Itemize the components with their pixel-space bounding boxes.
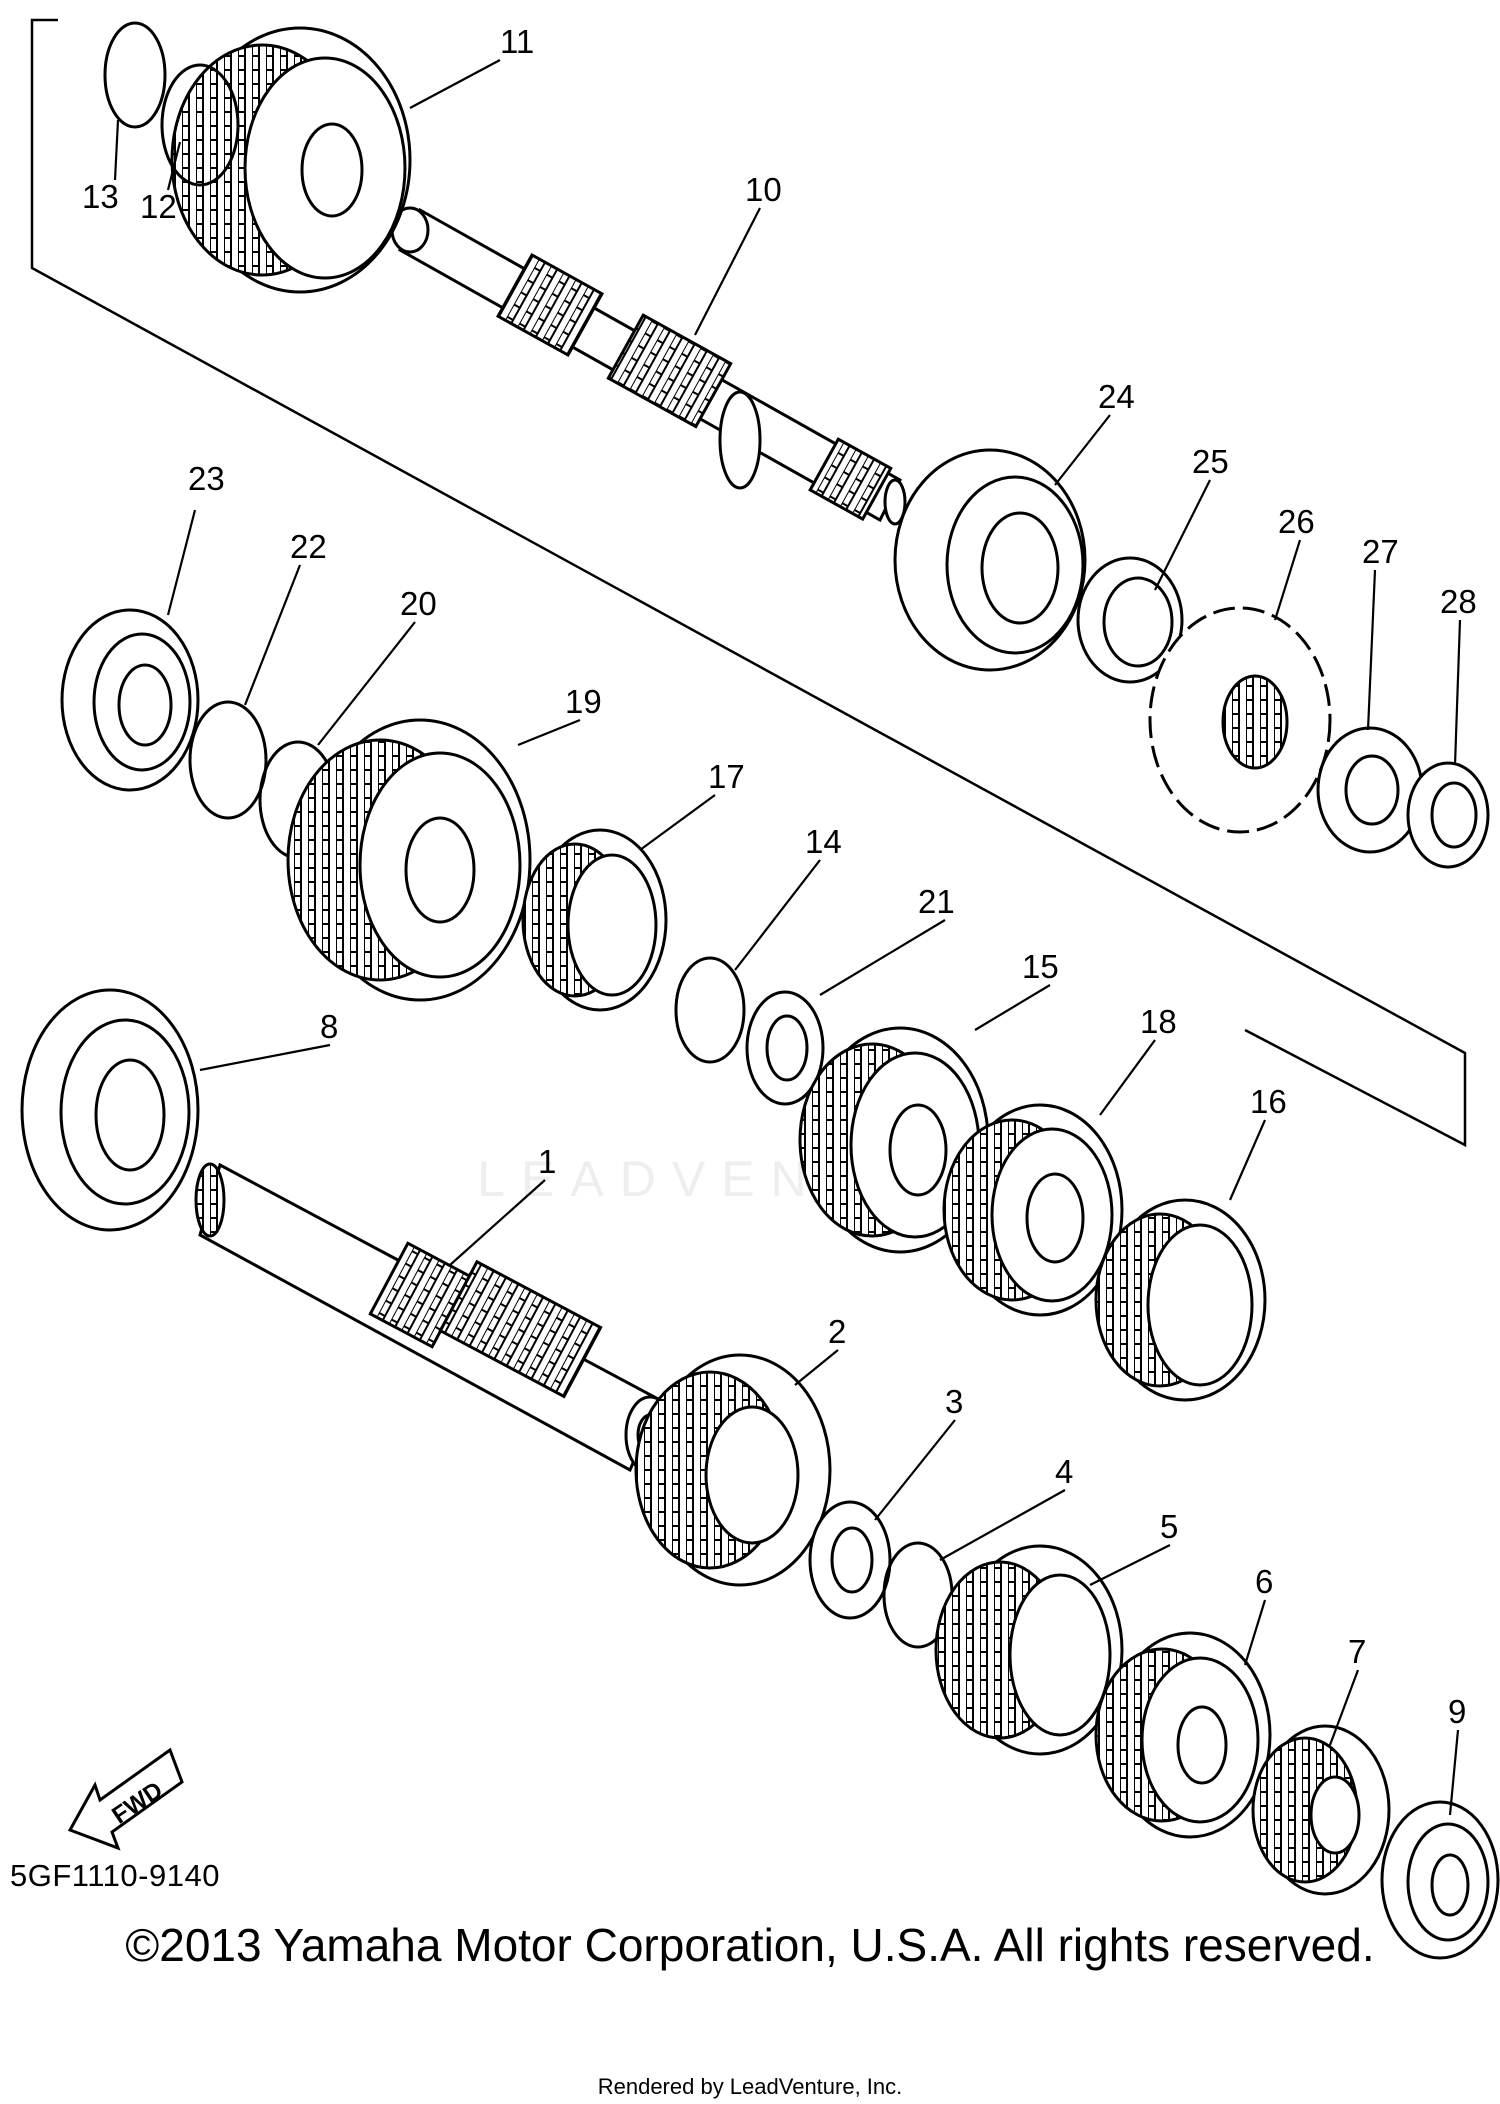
callout-9: 9 (1448, 1693, 1466, 1730)
leader-lines (113, 59, 1462, 1816)
callout-28: 28 (1440, 583, 1477, 620)
callout-17: 17 (708, 758, 745, 795)
circlip-14 (674, 956, 746, 1064)
rendered-by-credit: Rendered by LeadVenture, Inc. (597, 2074, 903, 2099)
callout-19: 19 (565, 683, 602, 720)
callout-3: 3 (945, 1383, 963, 1420)
gear-11 (170, 26, 412, 294)
washer-3 (808, 1500, 892, 1620)
circlip-22 (188, 700, 268, 820)
bearing-8 (20, 988, 200, 1232)
gear-6 (1094, 1631, 1272, 1839)
callout-2: 2 (828, 1313, 846, 1350)
gear-7 (1251, 1724, 1391, 1896)
callout-15: 15 (1022, 948, 1059, 985)
nut-28 (1406, 761, 1490, 869)
main-axle-shaft (390, 206, 907, 526)
callout-11: 11 (500, 23, 534, 60)
drive-axle-shaft (194, 1162, 676, 1475)
gear-17 (521, 828, 668, 1012)
washer-21-hole (765, 1014, 809, 1082)
callout-22: 22 (290, 528, 327, 565)
gear-18 (942, 1103, 1124, 1317)
callout-7: 7 (1348, 1633, 1366, 1670)
callout-24: 24 (1098, 378, 1135, 415)
drive-sprocket-26 (1148, 606, 1332, 834)
gear-19 (286, 718, 532, 1002)
copyright-notice: ©2013 Yamaha Motor Corporation, U.S.A. A… (125, 1919, 1375, 1971)
callout-8: 8 (320, 1008, 338, 1045)
washer-12 (160, 63, 240, 187)
circlip-13 (103, 21, 167, 129)
gear-2 (634, 1353, 832, 1587)
oil-seal-25 (1076, 556, 1184, 684)
gear-16 (1094, 1198, 1267, 1402)
lock-washer-27-hole (1344, 754, 1400, 826)
diagram-code: 5GF1110-9140 (10, 1858, 220, 1893)
callout-13: 13 (82, 178, 119, 215)
bearing-9 (1380, 1800, 1500, 1960)
callout-10: 10 (745, 171, 782, 208)
callout-6: 6 (1255, 1563, 1273, 1600)
callout-21: 21 (918, 883, 955, 920)
callout-4: 4 (1055, 1453, 1073, 1490)
callout-26: 26 (1278, 503, 1315, 540)
bearing-24 (893, 448, 1087, 672)
callout-5: 5 (1160, 1508, 1178, 1545)
gear-5 (934, 1544, 1124, 1756)
lock-washer-27 (1316, 726, 1424, 854)
callout-16: 16 (1250, 1083, 1287, 1120)
washer-3-hole (830, 1526, 874, 1594)
callout-25: 25 (1192, 443, 1229, 480)
callout-labels: 1 2 3 4 5 6 7 8 9 10 11 12 13 14 15 16 1… (82, 23, 1477, 1730)
fwd-arrow-icon (67, 1747, 184, 1851)
frame-lines (30, 18, 1467, 1148)
callout-27: 27 (1362, 533, 1399, 570)
bearing-23 (60, 608, 200, 792)
callout-18: 18 (1140, 1003, 1177, 1040)
callout-23: 23 (188, 460, 225, 497)
callout-14: 14 (805, 823, 842, 860)
washer-21 (745, 990, 825, 1106)
callout-20: 20 (400, 585, 437, 622)
callout-12: 12 (140, 188, 177, 225)
callout-1: 1 (538, 1143, 556, 1180)
